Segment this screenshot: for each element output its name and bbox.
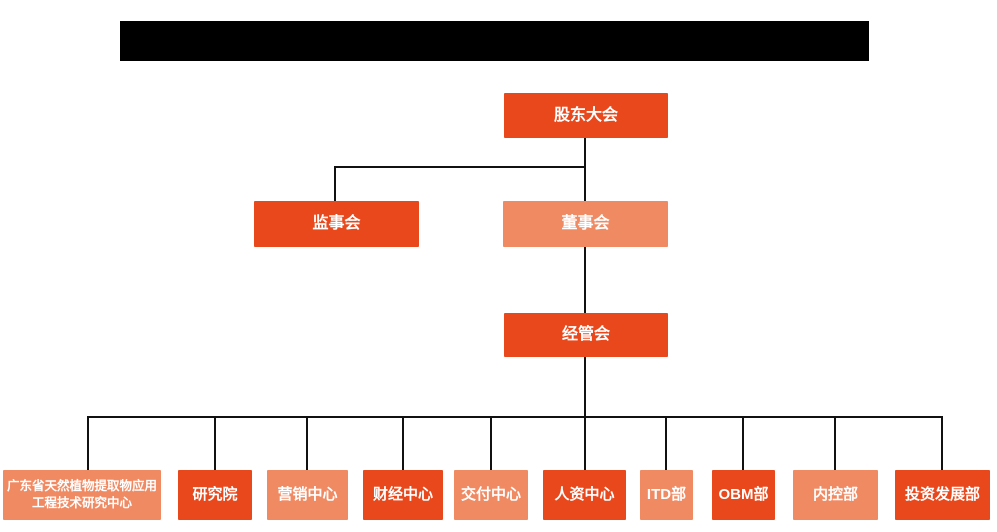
org-node-board-of-directors: 董事会 [503, 201, 668, 247]
org-node-marketing-center: 营销中心 [267, 470, 348, 520]
connector-supervisory-drop [334, 166, 336, 201]
connector-drop-research-institute [214, 417, 216, 470]
connector-drop-research-center [87, 417, 89, 470]
org-node-research-center: 广东省天然植物提取物应用工程技术研究中心 [3, 470, 161, 520]
org-node-management-committee: 经管会 [504, 313, 668, 357]
org-node-supervisory-board: 监事会 [254, 201, 419, 247]
org-node-delivery-center: 交付中心 [454, 470, 528, 520]
connector-board-to-management [584, 247, 586, 313]
connector-drop-internal-control [834, 417, 836, 470]
org-node-itd-department: ITD部 [640, 470, 693, 520]
org-node-internal-control-department: 内控部 [793, 470, 878, 520]
org-node-shareholders-meeting: 股东大会 [504, 93, 668, 138]
connector-drop-hr [584, 417, 586, 470]
connector-level2-branch [334, 166, 586, 168]
org-node-research-institute: 研究院 [178, 470, 252, 520]
connector-departments-bus [87, 416, 943, 418]
org-node-hr-center: 人资中心 [543, 470, 626, 520]
connector-drop-investment [941, 417, 943, 470]
connector-drop-marketing [306, 417, 308, 470]
connector-management-stem [584, 357, 586, 418]
connector-drop-finance [402, 417, 404, 470]
connector-drop-delivery [490, 417, 492, 470]
org-node-investment-development-department: 投资发展部 [895, 470, 990, 520]
org-node-obm-department: OBM部 [712, 470, 775, 520]
connector-root-stem [584, 138, 586, 201]
connector-drop-obm [742, 417, 744, 470]
connector-drop-itd [665, 417, 667, 470]
org-node-finance-center: 财经中心 [363, 470, 443, 520]
title-redaction-bar [120, 21, 869, 61]
